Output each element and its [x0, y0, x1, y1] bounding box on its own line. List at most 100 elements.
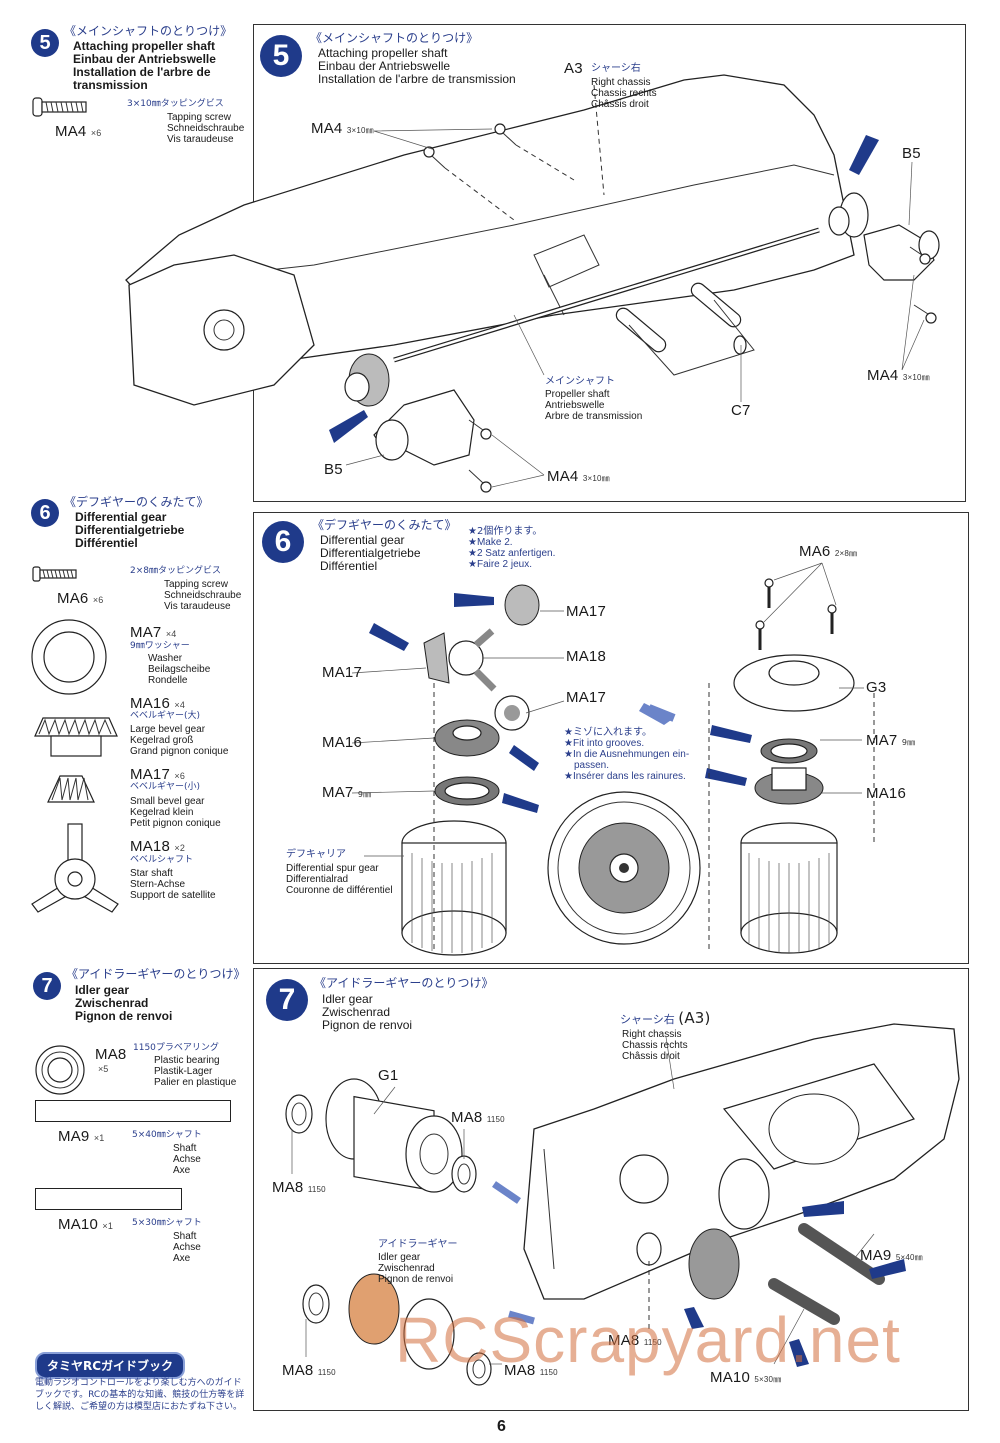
part-code: MA6	[57, 590, 89, 607]
label-ma4: MA4	[311, 120, 343, 137]
step-title-de: Einbau der Antriebswelle	[73, 52, 216, 66]
label-shaft-en: Propeller shaft	[545, 389, 610, 400]
label-ma4: MA4	[867, 367, 899, 384]
label-ma7: MA7	[322, 784, 354, 801]
part-name-en: Tapping screw	[167, 112, 231, 123]
step5-panel: 5 《メインシャフトのとりつけ》 Attaching propeller sha…	[125, 24, 966, 502]
label-ma6: MA6	[799, 543, 831, 560]
step-title-fr: Installation de l'arbre de transmission	[73, 65, 211, 92]
label-ma8: MA8	[504, 1362, 536, 1379]
page-number: 6	[497, 1418, 506, 1435]
panel-title-fr: Installation de l'arbre de transmission	[318, 72, 516, 86]
part-name-fr: Palier en plastique	[154, 1077, 237, 1088]
step-number-badge: 7	[266, 979, 308, 1021]
label-chassis-jp: シャーシ右	[620, 1013, 675, 1026]
label-a3-de: Chassis rechts	[591, 88, 657, 99]
part-name-fr: Axe	[173, 1165, 191, 1176]
label-ma10-spec: 5×30㎜	[754, 1375, 782, 1384]
step-title-en: Differential gear	[75, 510, 167, 524]
label-ma17: MA17	[322, 664, 362, 681]
part-quantity: ×2	[174, 843, 186, 853]
part-quantity: ×4	[174, 700, 186, 710]
step-title-de: Differentialgetriebe	[75, 523, 185, 537]
label-chassis-en: Right chassis	[622, 1029, 682, 1040]
label-ma17: MA17	[566, 603, 606, 620]
tapping-screw-icon	[32, 97, 87, 117]
part-name-fr: Grand pignon conique	[130, 746, 229, 757]
label-chassis-fr: Châssis droit	[622, 1051, 680, 1062]
label-ma4: MA4	[547, 468, 579, 485]
label-ma4-spec: 3×10㎜	[346, 126, 374, 135]
label-carrier-jp: デフキャリア	[286, 849, 346, 860]
label-carrier-fr: Couronne de différentiel	[286, 885, 393, 896]
part-name-de: Schneidschraube	[164, 590, 242, 601]
label-ma6-spec: 2×8㎜	[834, 549, 858, 558]
step-number-badge: 5	[260, 35, 302, 77]
part-name-de: Kegelrad klein	[130, 807, 194, 818]
part-name-en: Shaft	[173, 1231, 197, 1242]
label-b5: B5	[902, 145, 921, 162]
part-name-fr: Axe	[173, 1253, 191, 1264]
label-g1: G1	[378, 1067, 399, 1084]
label-a3: A3	[564, 60, 583, 77]
part-name-en: Large bevel gear	[130, 724, 206, 735]
label-a3-fr: Châssis droit	[591, 99, 649, 110]
label-ma8-spec: 1150	[317, 1368, 336, 1377]
step-number-badge: 6	[31, 499, 59, 527]
panel-title-en: Attaching propeller shaft	[318, 46, 448, 60]
part-name-de: Beilagscheibe	[148, 664, 211, 675]
panel-title-de: Einbau der Antriebswelle	[318, 59, 451, 73]
part-code: MA18	[130, 838, 170, 855]
washer-icon	[31, 619, 107, 695]
label-ma4-spec: 3×10㎜	[902, 373, 930, 382]
part-name-fr: Rondelle	[148, 675, 188, 686]
label-ma16: MA16	[322, 734, 362, 751]
panel-title-en: Idler gear	[322, 992, 373, 1006]
step-number-badge: 6	[262, 521, 304, 563]
part-name-de: Achse	[173, 1242, 201, 1253]
label-idler-de: Zwischenrad	[378, 1263, 435, 1274]
part-name-fr: Support de satellite	[130, 890, 216, 901]
step7-panel: 7 《アイドラーギヤーのとりつけ》 Idler gear Zwischenrad…	[253, 968, 969, 1411]
note-make-two: ★2個作ります。 ★Make 2. ★2 Satz anfertigen. ★F…	[468, 526, 556, 570]
step6-panel: 6 《デフギヤーのくみたて》 Differential gear Differe…	[253, 512, 969, 964]
part-name-en: Washer	[148, 653, 183, 664]
label-carrier-en: Differential spur gear	[286, 863, 379, 874]
part-code: MA10	[58, 1216, 98, 1233]
small-bevel-gear-icon	[47, 775, 95, 803]
part-quantity: ×6	[90, 128, 102, 138]
part-spec-jp: ベベルギヤー(小)	[130, 782, 201, 792]
panel-title-fr: Différentiel	[320, 559, 378, 573]
label-idler-fr: Pignon de renvoi	[378, 1274, 454, 1285]
part-code: MA16	[130, 695, 170, 712]
part-code: MA7	[130, 624, 162, 641]
label-g3: G3	[866, 679, 887, 696]
label-idler-jp: アイドラーギヤー	[378, 1239, 458, 1250]
step-number-badge: 7	[33, 972, 61, 1000]
step-title-fr: Pignon de renvoi	[75, 1009, 173, 1023]
screw	[423, 123, 937, 493]
label-idler-en: Idler gear	[378, 1252, 421, 1263]
propeller-shaft-assembly-drawing	[125, 74, 940, 493]
label-ma8: MA8	[608, 1332, 640, 1349]
label-chassis-code: (A3)	[678, 1009, 711, 1027]
star-shaft-icon	[31, 823, 119, 913]
label-ma8-spec: 1150	[643, 1338, 662, 1347]
part-name-fr: Petit pignon conique	[130, 818, 221, 829]
idler-gear-assembly-drawing	[285, 1023, 960, 1386]
guidebook-title: タミヤRCガイドブック	[35, 1352, 186, 1379]
label-carrier-de: Differentialrad	[286, 874, 349, 885]
part-spec-jp: ベベルギヤー(大)	[130, 711, 201, 721]
label-chassis-de: Chassis rechts	[622, 1040, 688, 1051]
label-ma18: MA18	[566, 648, 606, 665]
label-ma4-spec: 3×10㎜	[582, 474, 610, 483]
step-title-jp: 《デフギヤーのくみたて》	[64, 495, 209, 509]
part-name-de: Stern-Achse	[130, 879, 186, 890]
panel-title-de: Differentialgetriebe	[320, 546, 421, 560]
label-ma10: MA10	[710, 1369, 750, 1386]
panel-title-de: Zwischenrad	[322, 1005, 391, 1019]
part-name-en: Plastic bearing	[154, 1055, 220, 1066]
label-a3-jp: シャーシ右	[591, 63, 641, 74]
panel-title-fr: Pignon de renvoi	[322, 1018, 413, 1032]
label-shaft-jp: メインシャフト	[545, 376, 615, 387]
